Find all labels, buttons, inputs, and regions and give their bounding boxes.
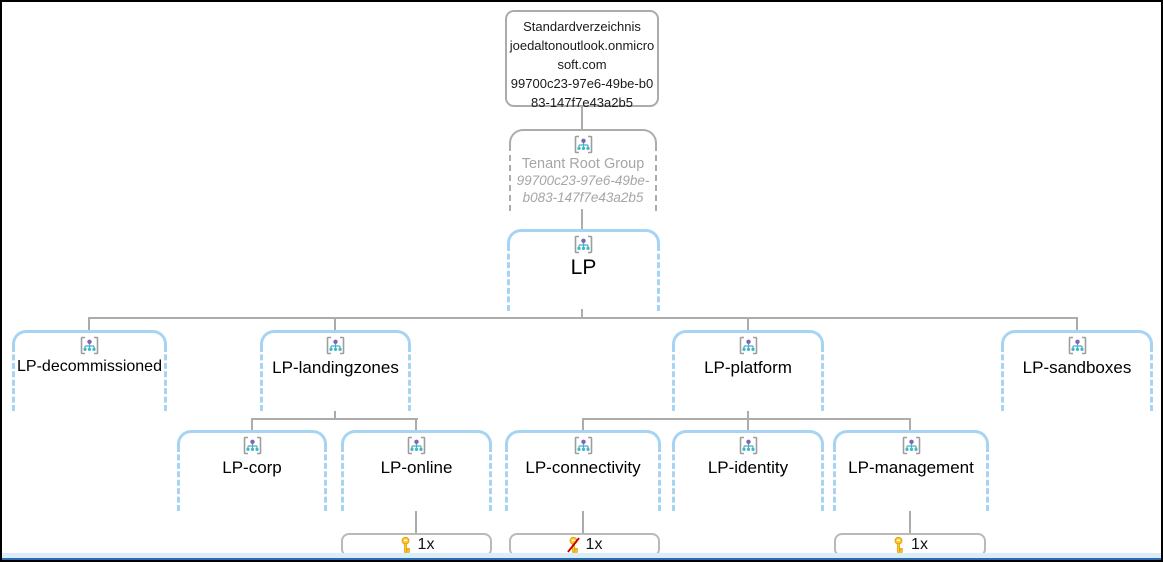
management-group-icon — [574, 135, 592, 154]
directory-id: 99700c23-97e6-49be-b083-147f7e43a2b5 — [510, 76, 654, 110]
key-count: 1x — [911, 536, 928, 553]
connector-line — [89, 317, 1078, 319]
connector-line — [334, 411, 336, 419]
node-lp-landingzones[interactable]: LP-landingzones — [260, 330, 411, 411]
node-lp-online[interactable]: LP-online — [341, 430, 492, 511]
management-group-icon — [243, 436, 261, 455]
connector-line — [747, 411, 749, 419]
node-label: LP-connectivity — [525, 458, 641, 477]
management-group-icon — [80, 336, 99, 355]
node-directory[interactable]: Standardverzeichnis joedaltonoutlook.onm… — [505, 10, 659, 110]
connector-line — [747, 418, 749, 430]
connector-line — [415, 511, 417, 533]
node-label: LP — [570, 256, 597, 279]
horizontal-scrollbar-track[interactable] — [2, 553, 1161, 560]
node-lp-corp[interactable]: LP-corp — [177, 430, 327, 511]
key-count: 1x — [585, 536, 603, 553]
key-count: 1x — [417, 536, 435, 553]
node-label: LP-corp — [222, 458, 282, 477]
management-group-icon — [739, 436, 757, 455]
management-group-icon — [739, 336, 757, 355]
connector-line — [581, 209, 583, 229]
connector-line — [747, 317, 749, 330]
node-label: LP-identity — [707, 458, 789, 477]
connector-line — [909, 511, 911, 533]
node-lp[interactable]: LP — [507, 229, 660, 311]
node-tenant-root-group[interactable]: Tenant Root Group 99700c23-97e6-49be-b08… — [509, 129, 657, 211]
management-group-icon — [1068, 336, 1086, 355]
node-lp-management[interactable]: LP-management — [833, 430, 989, 511]
connector-line — [334, 317, 336, 330]
node-label: LP-management — [848, 458, 974, 477]
connector-line — [909, 418, 911, 430]
management-group-icon — [574, 235, 593, 254]
connector-line — [581, 309, 583, 318]
node-label: LP-sandboxes — [1022, 358, 1132, 377]
node-label: LP-decommissioned — [17, 358, 162, 375]
node-guid: 99700c23-97e6-49be-b083-147f7e43a2b5 — [516, 173, 650, 205]
management-group-icon — [326, 336, 345, 355]
key-disabled-icon — [566, 536, 580, 553]
connector-line — [415, 418, 417, 430]
management-group-icon — [902, 436, 920, 455]
node-label: LP-online — [380, 458, 453, 477]
node-label: LP-landingzones — [272, 358, 399, 377]
directory-domain: joedaltonoutlook.onmicrosoft.com — [509, 38, 655, 72]
node-label: LP-platform — [704, 358, 792, 377]
connector-line — [581, 105, 583, 129]
key-icon — [401, 536, 410, 553]
key-icon — [894, 536, 903, 553]
connector-line — [582, 418, 584, 430]
connector-line — [252, 418, 418, 420]
connector-line — [582, 511, 584, 533]
connector-line — [251, 418, 253, 430]
connector-line — [88, 317, 90, 330]
node-label: Tenant Root Group — [521, 156, 645, 172]
directory-name: Standardverzeichnis — [523, 19, 641, 34]
node-lp-decommissioned[interactable]: LP-decommissioned — [12, 330, 167, 411]
management-group-icon — [407, 436, 426, 455]
node-lp-platform[interactable]: LP-platform — [672, 330, 824, 411]
connector-line — [1076, 317, 1078, 330]
node-lp-connectivity[interactable]: LP-connectivity — [505, 430, 661, 511]
node-lp-sandboxes[interactable]: LP-sandboxes — [1001, 330, 1153, 411]
node-lp-identity[interactable]: LP-identity — [672, 430, 824, 511]
management-group-icon — [574, 436, 592, 455]
